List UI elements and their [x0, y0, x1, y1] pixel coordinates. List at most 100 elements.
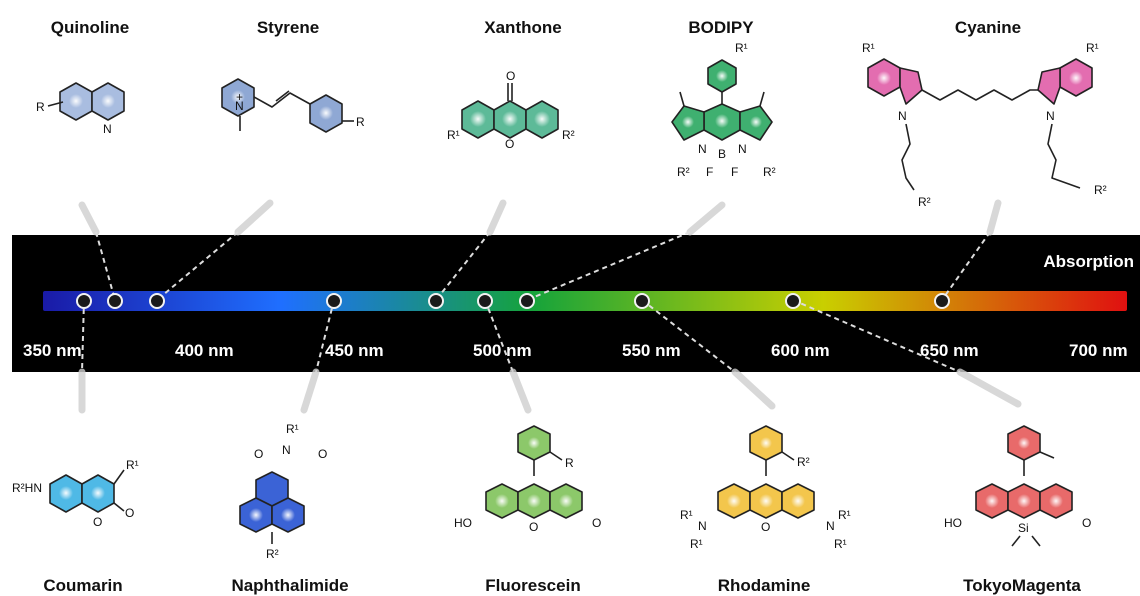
connector-xanthone [435, 231, 491, 301]
atom-n-rhodamine-right: N [826, 519, 835, 533]
structure-quinoline: R N [36, 82, 125, 136]
marker-rhodamine [634, 293, 650, 309]
atom-r2-xanthone: R² [562, 128, 575, 142]
marker-naphthalimide [326, 293, 342, 309]
marker-quinoline [107, 293, 123, 309]
atom-r: R [36, 100, 45, 114]
atom-o-coumarin-ring: O [93, 515, 102, 529]
atom-n-cyanine-left: N [898, 109, 907, 123]
atom-n-right: N [738, 142, 747, 156]
connector-rhodamine [641, 299, 736, 373]
connector-coumarin [81, 299, 85, 373]
name-bodipy: BODIPY [688, 18, 754, 37]
atom-o-naphthalimide-left: O [254, 447, 263, 461]
fade-styrene [234, 199, 274, 236]
structure-coumarin: R²HN R¹ O O [12, 458, 139, 529]
structure-xanthone: O O R¹ R² [447, 69, 575, 151]
atom-r1-coumarin: R¹ [126, 458, 139, 472]
name-coumarin: Coumarin [43, 576, 122, 595]
wavelength-ticks: 350 nm 400 nm 450 nm 500 nm 550 nm 600 n… [23, 341, 1128, 360]
atom-r1-naphthalimide: R¹ [286, 422, 299, 436]
absorption-label: Absorption [1043, 252, 1134, 271]
tick-450: 450 nm [325, 341, 384, 360]
atom-r2-bodipy-right: R² [763, 165, 776, 179]
atom-r1-rhodamine-2: R¹ [690, 537, 703, 551]
structure-rhodamine: R² R¹ N R¹ O N R¹ R¹ [680, 425, 851, 551]
tick-700: 700 nm [1069, 341, 1128, 360]
fade-bodipy [686, 201, 726, 236]
atom-r2-cyanine-right: R² [1094, 183, 1107, 197]
atom-n-plus: N [235, 99, 244, 113]
name-tokyomagenta: TokyoMagenta [963, 576, 1081, 595]
marker-tokyomagenta [785, 293, 801, 309]
atom-r-fluorescein: R [565, 456, 574, 470]
atom-o-tokyomagenta: O [1082, 516, 1091, 530]
atom-n-naphthalimide: N [282, 443, 291, 457]
structure-styrene: N + R [221, 78, 365, 133]
connector-naphthalimide [315, 299, 335, 373]
tick-400: 400 nm [175, 341, 234, 360]
marker-styrene [149, 293, 165, 309]
name-styrene: Styrene [257, 18, 319, 37]
atom-r2-bodipy-left: R² [677, 165, 690, 179]
atom-o-carbonyl: O [506, 69, 515, 83]
connector-tokyomagenta [792, 299, 961, 373]
name-xanthone: Xanthone [484, 18, 561, 37]
marker-cyanine [934, 293, 950, 309]
atom-o-fluorescein-bridge: O [529, 520, 538, 534]
atom-r-styrene: R [356, 115, 365, 129]
atom-o-rhodamine: O [761, 520, 770, 534]
atom-n-left: N [698, 142, 707, 156]
atom-f-left: F [706, 165, 713, 179]
marker-xanthone [428, 293, 444, 309]
atom-ho-tokyomagenta: HO [944, 516, 962, 530]
structure-bodipy: R¹ N N B F F R² R² [671, 41, 776, 179]
atom-o-naphthalimide-right: O [318, 447, 327, 461]
tick-350: 350 nm [23, 341, 82, 360]
tick-550: 550 nm [622, 341, 681, 360]
atom-r2-naphthalimide: R² [266, 547, 279, 561]
structure-tokyomagenta: HO Si O [944, 425, 1091, 547]
atom-r2-rhodamine: R² [797, 455, 810, 469]
name-rhodamine: Rhodamine [718, 576, 811, 595]
fade-naphthalimide [300, 368, 320, 414]
marker-fluorescein [477, 293, 493, 309]
cyanine-pyrrole-left [899, 67, 923, 105]
atom-r1-rhodamine-1: R¹ [680, 508, 693, 522]
atom-r1-rhodamine-3: R¹ [838, 508, 851, 522]
tick-500: 500 nm [473, 341, 532, 360]
atom-b: B [718, 147, 726, 161]
markers [76, 293, 950, 309]
atom-ho-fluorescein: HO [454, 516, 472, 530]
marker-coumarin [76, 293, 92, 309]
atom-o-fluorescein-carbonyl: O [592, 516, 601, 530]
fade-xanthone [486, 199, 507, 236]
atom-n-rhodamine-left: N [698, 519, 707, 533]
fade-fluorescein [509, 368, 532, 414]
fade-cyanine [986, 199, 1002, 236]
connector-cyanine [941, 231, 991, 301]
atom-r1-bodipy: R¹ [735, 41, 748, 55]
atom-r1-cyanine-right: R¹ [1086, 41, 1099, 55]
atom-r2hn: R²HN [12, 481, 42, 495]
structure-fluorescein: R HO O O [454, 425, 601, 534]
name-naphthalimide: Naphthalimide [231, 576, 348, 595]
fade-quinoline [78, 201, 100, 236]
atom-plus: + [236, 90, 243, 104]
tick-600: 600 nm [771, 341, 830, 360]
connector-bodipy [526, 231, 691, 301]
atom-o-bridge: O [505, 137, 514, 151]
tick-650: 650 nm [920, 341, 979, 360]
atom-n-cyanine-right: N [1046, 109, 1055, 123]
connector-quinoline [95, 231, 116, 301]
atom-si: Si [1018, 521, 1029, 535]
name-fluorescein: Fluorescein [485, 576, 580, 595]
spectrum-bar [43, 291, 1127, 311]
name-cyanine: Cyanine [955, 18, 1021, 37]
structure-naphthalimide: R¹ N O O R² [239, 422, 327, 561]
atom-n: N [103, 122, 112, 136]
atom-r2-cyanine-left: R² [918, 195, 931, 209]
atom-r1-cyanine-left: R¹ [862, 41, 875, 55]
name-quinoline: Quinoline [51, 18, 129, 37]
